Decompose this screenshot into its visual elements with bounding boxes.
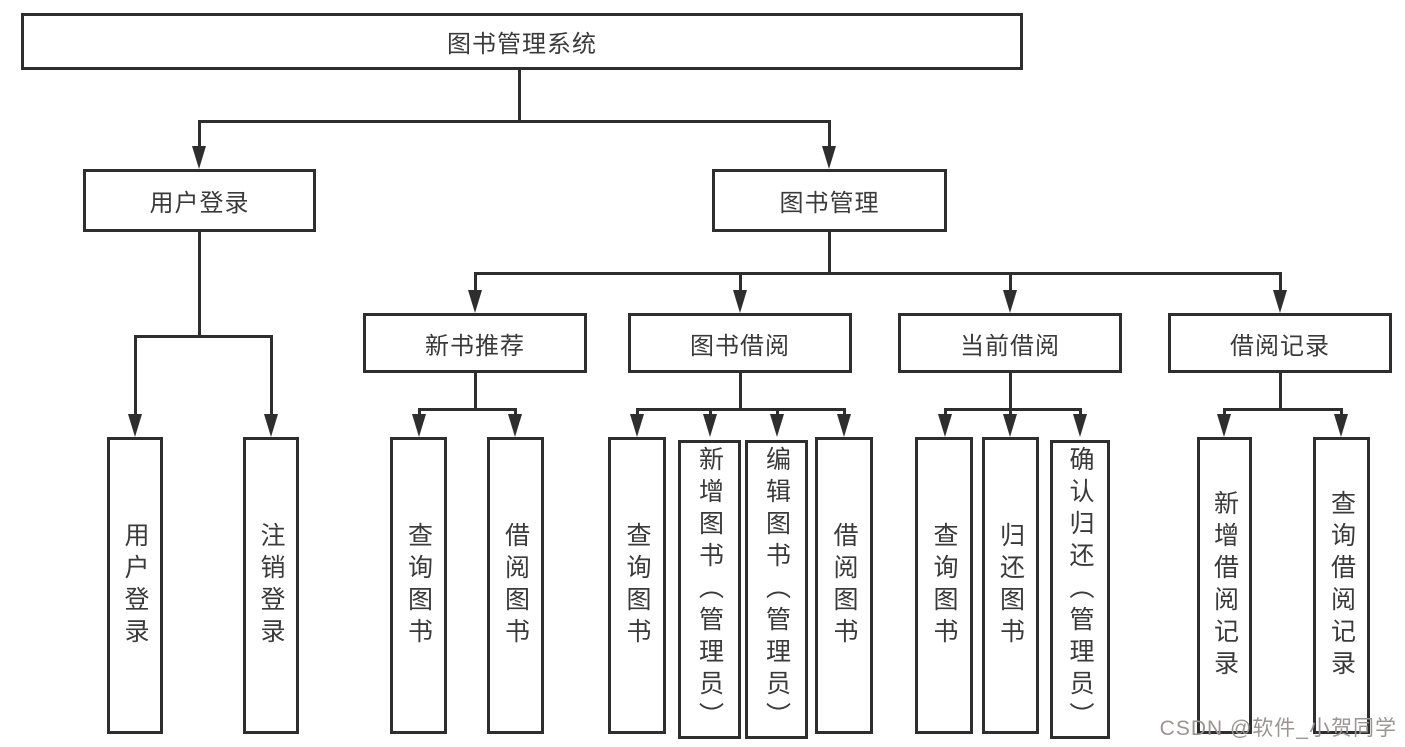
arrow-head-rc-add — [1217, 414, 1231, 437]
arrow-head-cu-query — [938, 414, 952, 437]
connector-level3-rail — [474, 272, 1282, 275]
connector-new-books-stub — [474, 371, 477, 411]
arrow-head-leaf-logout — [264, 414, 278, 437]
node-borrowing-records-label: 借阅记录 — [1230, 332, 1330, 360]
leaf-logout-label: 注销登录 — [257, 521, 285, 650]
arrow-head-bw-edit — [770, 414, 784, 437]
connector-new-books-rail — [418, 408, 517, 411]
leaf-rc-add-record: 新增借阅记录 — [1197, 437, 1252, 734]
arrow-shaft-book-mgmt — [828, 120, 831, 148]
connector-user-login-stub — [198, 231, 201, 337]
node-new-book-recommend: 新书推荐 — [363, 313, 587, 373]
leaf-logout: 注销登录 — [243, 437, 299, 734]
node-user-login-label: 用户登录 — [149, 190, 250, 217]
connector-book-mgmt-stub — [828, 231, 831, 274]
arrow-head-bw-query — [630, 414, 644, 437]
arrow-head-new-books — [468, 290, 482, 313]
leaf-bw-borrow-books-label: 借阅图书 — [830, 521, 858, 650]
node-book-borrowing-label: 图书借阅 — [690, 332, 790, 360]
arrow-head-bw-add — [703, 414, 717, 437]
leaf-cu-return-books: 归还图书 — [982, 437, 1039, 734]
leaf-bw-edit-book-admin: 编辑图书（管理员） — [745, 440, 808, 739]
node-library-system: 图书管理系统 — [21, 13, 1023, 70]
arrow-shaft-cu-return — [1009, 408, 1012, 417]
leaf-bw-query-books: 查询图书 — [608, 437, 666, 734]
connector-level2-rail — [198, 120, 831, 123]
leaf-cu-return-books-label: 归还图书 — [996, 521, 1025, 650]
leaf-cu-confirm-return-admin: 确认归还（管理员） — [1050, 440, 1110, 739]
arrow-shaft-leaf-login — [134, 335, 137, 417]
connector-records-rail — [1223, 408, 1342, 411]
connector-borrowing-rail — [636, 408, 846, 411]
leaf-rc-add-record-label: 新增借阅记录 — [1210, 489, 1239, 682]
node-borrowing-records: 借阅记录 — [1168, 313, 1392, 373]
arrow-head-nb-query — [412, 414, 426, 437]
leaf-user-login: 用户登录 — [107, 437, 163, 734]
connector-current-stub — [1009, 371, 1012, 411]
node-book-management-label: 图书管理 — [779, 190, 880, 217]
arrow-shaft-leaf-logout — [270, 335, 273, 417]
arrow-head-cu-return — [1003, 414, 1017, 437]
node-book-management: 图书管理 — [712, 169, 947, 232]
arrow-head-records — [1273, 290, 1287, 313]
arrow-shaft-user-login — [198, 120, 201, 148]
leaf-cu-query-books-label: 查询图书 — [930, 521, 958, 650]
leaf-rc-query-record-label: 查询借阅记录 — [1327, 489, 1356, 682]
arrow-shaft-nb-query — [418, 408, 421, 417]
arrow-head-borrowing — [733, 290, 747, 313]
arrow-head-rc-query — [1334, 414, 1348, 437]
arrow-shaft-nb-borrow — [514, 408, 517, 417]
leaf-nb-borrow-books-label: 借阅图书 — [501, 521, 530, 650]
node-current-borrowing: 当前借阅 — [898, 313, 1122, 373]
leaf-cu-query-books: 查询图书 — [915, 437, 973, 734]
node-new-book-recommend-label: 新书推荐 — [425, 332, 525, 360]
arrow-shaft-cu-query — [944, 408, 947, 417]
leaf-cu-confirm-return-admin-label: 确认归还（管理员） — [1066, 445, 1094, 734]
leaf-bw-edit-book-admin-label: 编辑图书（管理员） — [762, 445, 791, 734]
leaf-nb-query-books-label: 查询图书 — [404, 521, 433, 650]
arrow-head-bw-borrow — [837, 414, 851, 437]
leaf-bw-borrow-books: 借阅图书 — [815, 437, 873, 734]
node-user-login: 用户登录 — [83, 169, 316, 232]
arrow-head-current — [1003, 290, 1017, 313]
leaf-nb-query-books: 查询图书 — [390, 437, 447, 734]
connector-root-stub — [518, 70, 521, 122]
arrow-shaft-bw-query — [636, 408, 639, 417]
arrow-shaft-new-books — [474, 272, 477, 293]
arrow-head-cu-confirm — [1073, 414, 1087, 437]
node-library-system-label: 图书管理系统 — [447, 31, 597, 58]
leaf-bw-query-books-label: 查询图书 — [623, 521, 651, 650]
connector-user-login-rail — [134, 335, 273, 338]
arrow-shaft-rc-add — [1223, 408, 1226, 417]
connector-records-stub — [1279, 371, 1282, 411]
leaf-nb-borrow-books: 借阅图书 — [487, 437, 544, 734]
arrow-head-nb-borrow — [508, 414, 522, 437]
arrow-shaft-cu-confirm — [1079, 408, 1082, 417]
arrow-shaft-current — [1009, 272, 1012, 293]
connector-current-rail — [944, 408, 1082, 411]
leaf-user-login-label: 用户登录 — [121, 521, 149, 650]
arrow-shaft-bw-edit — [776, 408, 779, 417]
arrow-shaft-rc-query — [1340, 408, 1343, 417]
leaf-bw-add-book-admin: 新增图书（管理员） — [678, 440, 741, 739]
node-current-borrowing-label: 当前借阅 — [960, 332, 1060, 360]
arrow-shaft-records — [1279, 272, 1282, 293]
arrow-head-user-login — [192, 146, 206, 169]
connector-borrowing-stub — [739, 371, 742, 411]
watermark: CSDN @软件_小贺同学 — [1159, 717, 1397, 740]
leaf-bw-add-book-admin-label: 新增图书（管理员） — [695, 445, 724, 734]
node-book-borrowing: 图书借阅 — [628, 313, 852, 373]
arrow-head-leaf-login — [128, 414, 142, 437]
arrow-shaft-borrowing — [739, 272, 742, 293]
arrow-head-book-mgmt — [822, 146, 836, 169]
arrow-shaft-bw-borrow — [843, 408, 846, 417]
leaf-rc-query-record: 查询借阅记录 — [1313, 437, 1370, 734]
arrow-shaft-bw-add — [709, 408, 712, 417]
